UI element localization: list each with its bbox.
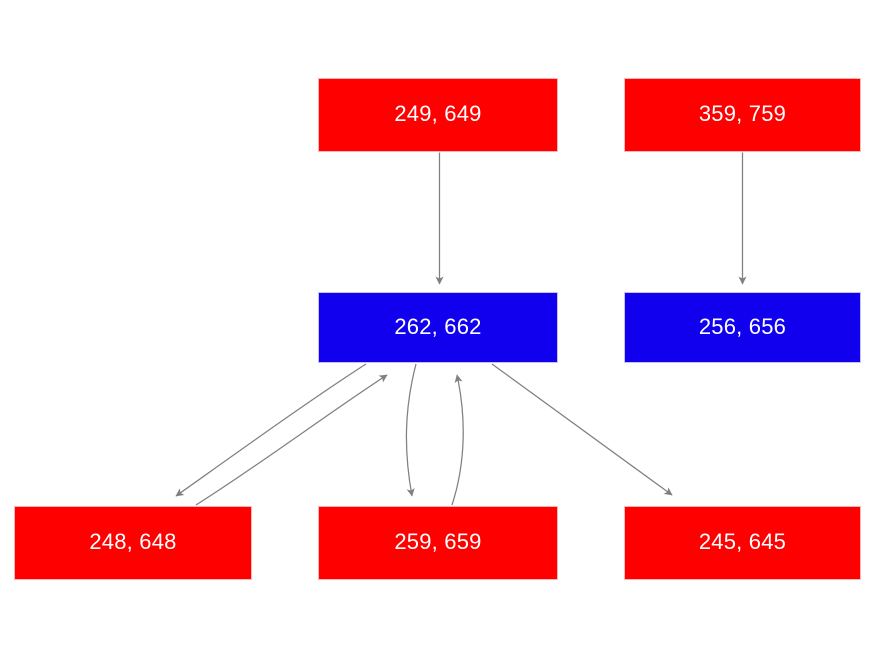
graph-node-245-645[interactable]: 245, 645 <box>624 506 861 580</box>
edge-248648-to-262662 <box>195 374 388 506</box>
graph-node-256-656[interactable]: 256, 656 <box>624 292 861 363</box>
graph-node-259-659[interactable]: 259, 659 <box>318 506 558 580</box>
graph-node-248-648[interactable]: 248, 648 <box>14 506 252 580</box>
graph-node-262-662[interactable]: 262, 662 <box>318 292 558 363</box>
node-label: 262, 662 <box>394 313 482 339</box>
edge-259659-to-262662 <box>451 374 464 506</box>
edge-262662-to-245645 <box>491 363 673 496</box>
graph-node-249-649[interactable]: 249, 649 <box>318 78 558 152</box>
edge-262662-to-259659 <box>405 363 417 497</box>
node-label: 259, 659 <box>394 529 482 554</box>
node-label: 359, 759 <box>698 101 787 126</box>
graph-node-359-759[interactable]: 359, 759 <box>624 78 861 152</box>
node-label: 245, 645 <box>698 529 787 554</box>
node-label: 249, 649 <box>394 101 482 126</box>
node-label: 248, 648 <box>89 529 177 554</box>
node-label: 256, 656 <box>698 313 787 339</box>
edge-262662-to-248648 <box>175 363 367 497</box>
